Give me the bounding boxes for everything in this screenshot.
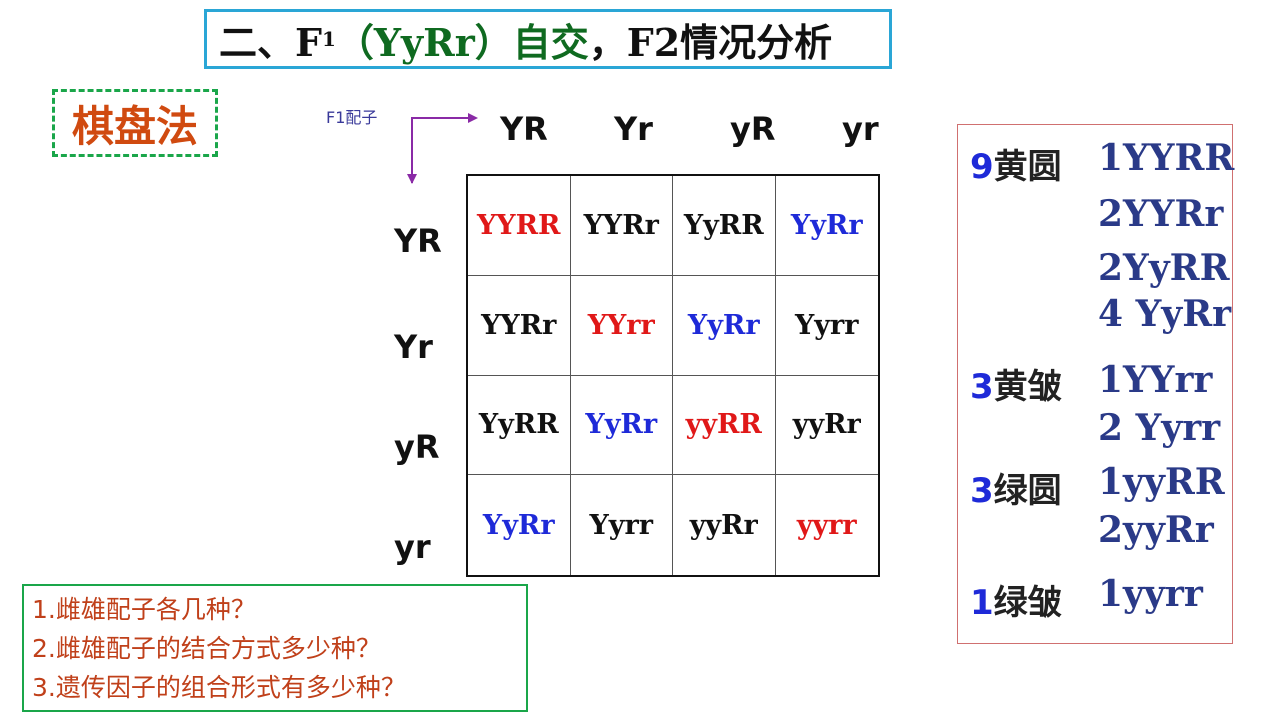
genotype-entry: 2 Yyrr <box>1098 407 1221 449</box>
genotype-entry: 1yyRR <box>1098 461 1225 503</box>
genotype-entry: 1YYRR <box>1098 137 1235 179</box>
gamete-side-Yr: Yr <box>394 328 433 366</box>
phenotype-name: 黄皱 <box>993 367 1062 407</box>
phenotype-name: 绿皱 <box>993 583 1062 623</box>
title-subscript: 1 <box>321 27 336 51</box>
genotype-entry: 1yyrr <box>1098 573 1203 615</box>
gamete-top-yr: yr <box>842 110 879 148</box>
phenotype-green-round: 3绿圆 <box>970 463 1062 512</box>
f1-gamete-label: F1配子 <box>326 108 378 127</box>
question-box: 1.雌雄配子各几种？ 2.雌雄配子的结合方式多少种？ 3.遗传因子的组合形式有多… <box>22 584 528 712</box>
genotype-entry: 2YYRr <box>1098 193 1224 235</box>
gamete-axis-arrows <box>407 113 478 184</box>
grid-cell-r3c3: yyRR <box>673 375 776 476</box>
phenotype-name: 黄圆 <box>993 147 1062 187</box>
phenotype-count: 1 <box>970 583 994 623</box>
grid-cell-r2c3: YyRr <box>673 275 776 376</box>
gamete-side-yr: yr <box>394 528 431 566</box>
question-1: 1.雌雄配子各几种？ <box>32 595 256 624</box>
grid-cell-r1c3: YyRR <box>673 176 776 276</box>
title-prefix: 二、F <box>219 19 322 65</box>
phenotype-count: 3 <box>970 367 994 407</box>
phenotype-yellow-wrinkled: 3黄皱 <box>970 359 1062 408</box>
grid-cell-r4c4: yyrr <box>796 509 857 541</box>
genotype-entry: 2YyRR <box>1098 247 1230 289</box>
grid-cell-r2c4: Yyrr <box>775 276 878 376</box>
title-genotype: （YyRr）自交 <box>335 19 589 65</box>
phenotype-count: 3 <box>970 471 994 511</box>
grid-cell-r3c1: YyRR <box>468 375 571 476</box>
grid-cell-r3c2: YyRr <box>570 375 673 476</box>
title-suffix: ，F2情况分析 <box>588 19 833 65</box>
gamete-top-Yr: Yr <box>614 110 653 148</box>
question-2: 2.雌雄配子的结合方式多少种？ <box>32 634 381 663</box>
grid-cell-r3c4: yyRr <box>775 376 878 476</box>
genotype-entry: 2yyRr <box>1098 509 1214 551</box>
phenotype-name: 绿圆 <box>993 471 1062 511</box>
gamete-side-YR: YR <box>394 222 442 260</box>
grid-cell-r4c1: YyRr <box>468 475 571 575</box>
grid-cell-r4c2: Yyrr <box>571 475 673 575</box>
gamete-top-yR: yR <box>730 110 776 148</box>
grid-cell-r1c1: YYRR <box>468 176 571 276</box>
gamete-top-YR: YR <box>500 110 548 148</box>
grid-cell-r2c2: YYrr <box>570 275 673 376</box>
punnett-square: YYRR YYRr YyRR YyRr YYRr YYrr YyRr Yyrr … <box>466 174 880 577</box>
question-3: 3.遗传因子的组合形式有多少种？ <box>32 673 406 702</box>
genotype-entry: 4 YyRr <box>1098 293 1232 335</box>
ratio-summary-box: 9黄圆 1YYRR 2YYRr 2YyRR 4 YyRr 3黄皱 1YYrr 2… <box>957 124 1235 644</box>
grid-cell-r1c2: YYRr <box>570 176 673 276</box>
phenotype-green-wrinkled: 1绿皱 <box>970 575 1062 624</box>
method-label: 棋盘法 <box>52 89 218 157</box>
grid-cell-r4c3: yyRr <box>673 475 776 575</box>
phenotype-yellow-round: 9黄圆 <box>970 139 1062 188</box>
grid-cell-r1c4: YyRr <box>775 176 878 276</box>
genotype-entry: 1YYrr <box>1098 359 1213 401</box>
grid-cell-r2c1: YYRr <box>468 275 571 376</box>
gamete-side-yR: yR <box>394 428 440 466</box>
phenotype-count: 9 <box>970 147 994 187</box>
